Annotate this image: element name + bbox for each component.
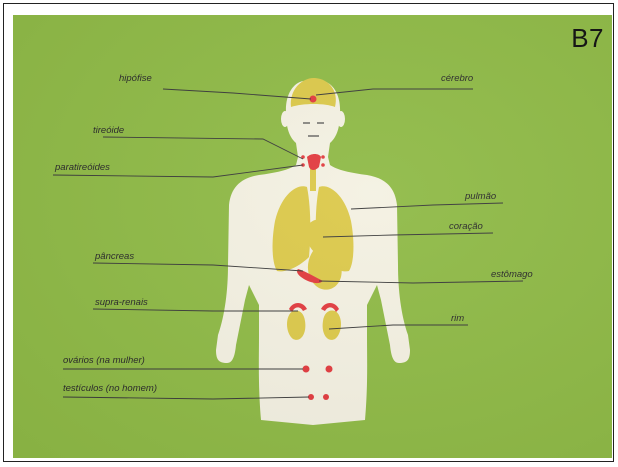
label-tireoide: tireóide: [93, 125, 124, 136]
parathyroid-gland: [321, 163, 325, 167]
label-pancreas: pâncreas: [94, 251, 134, 262]
label-pulmao: pulmão: [464, 191, 496, 202]
label-ovarios: ovários (na mulher): [63, 355, 145, 366]
ovary: [303, 366, 310, 373]
label-coracao: coração: [449, 221, 483, 232]
anatomy-diagram: hipófise cérebro tireóide paratireóides …: [13, 15, 612, 458]
label-paratireoides: paratireóides: [54, 162, 110, 173]
figure-frame: B7: [3, 3, 614, 462]
label-rim: rim: [451, 313, 464, 324]
ovary: [326, 366, 333, 373]
label-suprarrenais: supra-renais: [95, 297, 148, 308]
label-cerebro: cérebro: [441, 73, 473, 84]
label-hipofise: hipófise: [119, 73, 152, 84]
parathyroid-gland: [321, 155, 325, 159]
testicle: [323, 394, 329, 400]
brain: [291, 78, 336, 107]
label-estomago: estômago: [491, 269, 533, 280]
label-testiculos: testículos (no homem): [63, 383, 157, 394]
illustration-panel: B7: [13, 15, 612, 458]
